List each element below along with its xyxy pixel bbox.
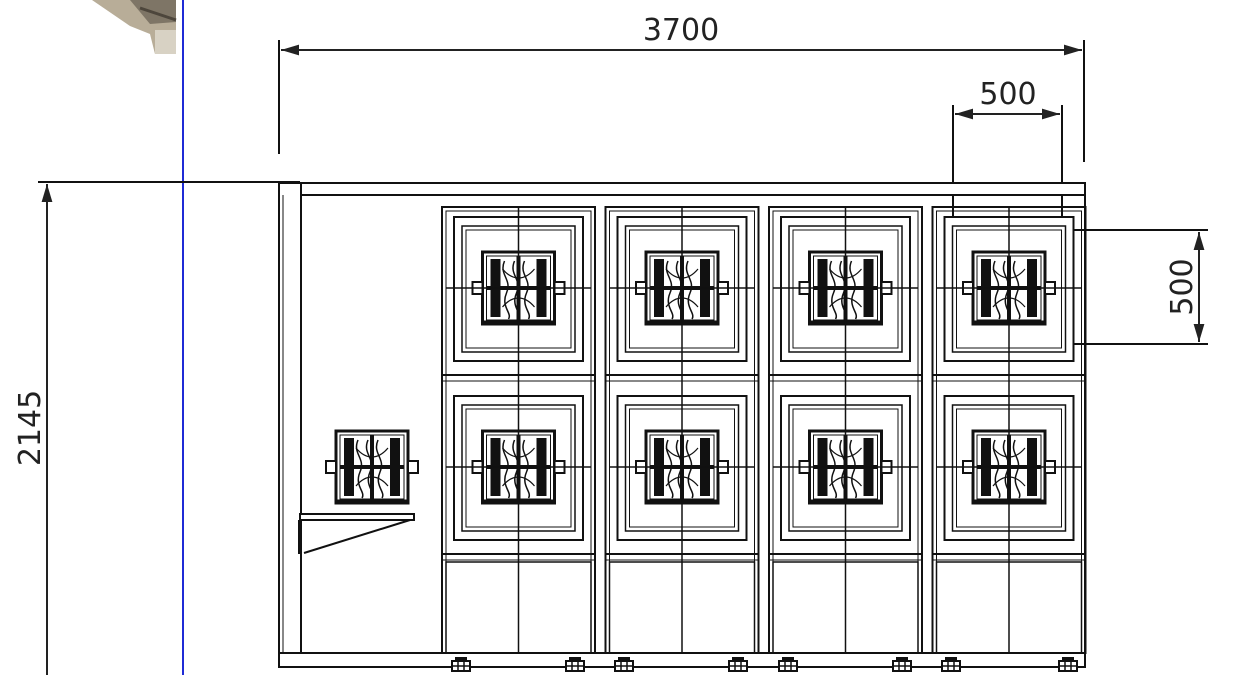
base-cabinet-c1 <box>445 561 592 654</box>
door-width-dimension: 500 <box>952 77 1063 232</box>
door-width-label: 500 <box>979 77 1036 112</box>
module-column-4 <box>931 206 1087 654</box>
width-dimension: 3700 <box>278 13 1085 162</box>
base-cabinet-c2 <box>608 561 756 654</box>
door-height-dimension: 500 <box>1062 229 1208 345</box>
module-grid <box>441 206 1087 654</box>
width-dimension-label: 3700 <box>643 13 719 48</box>
base-cabinet-c4 <box>935 561 1083 654</box>
door-height-label: 500 <box>1165 258 1200 315</box>
side-fan-unit <box>324 429 420 505</box>
height-dimension-label: 2145 <box>13 390 48 466</box>
base-cabinet-c3 <box>772 561 919 654</box>
module-column-1 <box>441 206 596 654</box>
photo-fragment <box>92 0 177 54</box>
module-column-3 <box>768 206 923 654</box>
module-column-2 <box>604 206 760 654</box>
height-dimension: 2145 <box>13 181 300 675</box>
mounting-bracket <box>298 513 415 554</box>
